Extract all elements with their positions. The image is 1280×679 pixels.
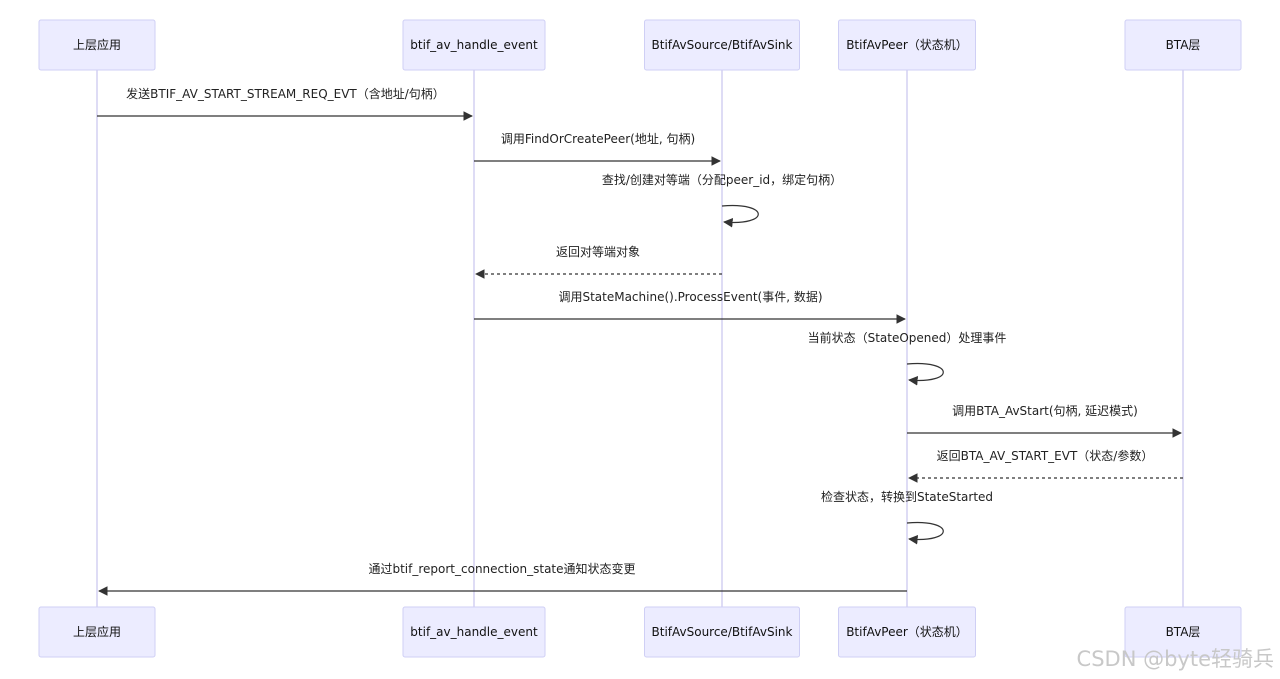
message-1: 发送BTIF_AV_START_STREAM_REQ_EVT（含地址/句柄） — [97, 86, 473, 121]
message-label: 返回对等端对象 — [556, 245, 640, 259]
participant-box — [838, 606, 976, 658]
participant-label: BtifAvPeer（状态机） — [846, 38, 968, 52]
participant-btif-bottom: btif_av_handle_event — [402, 606, 546, 658]
message-3: 查找/创建对等端（分配peer_id，绑定句柄） — [602, 172, 842, 228]
message-label: 调用FindOrCreatePeer(地址, 句柄) — [501, 132, 695, 146]
message-label: 当前状态（StateOpened）处理事件 — [808, 330, 1007, 345]
participant-box — [38, 606, 156, 658]
message-label: 检查状态，转换到StateStarted — [821, 489, 993, 504]
participant-box — [402, 19, 546, 71]
message-8: 返回BTA_AV_START_EVT（状态/参数） — [908, 448, 1183, 483]
participant-box — [644, 606, 800, 658]
message-label: 查找/创建对等端（分配peer_id，绑定句柄） — [602, 172, 842, 187]
message-6: 当前状态（StateOpened）处理事件 — [808, 330, 1007, 386]
participant-box — [838, 19, 976, 71]
watermark: CSDN @byte轻骑兵 — [1076, 647, 1274, 671]
participant-label: BtifAvSource/BtifAvSink — [652, 38, 793, 52]
participant-peer-bottom: BtifAvPeer（状态机） — [838, 606, 976, 658]
participant-label: 上层应用 — [73, 37, 121, 52]
participant-label: BtifAvSource/BtifAvSink — [652, 625, 793, 639]
participant-label: 上层应用 — [73, 624, 121, 639]
participant-btif-top: btif_av_handle_event — [402, 19, 546, 71]
message-label: 通过btif_report_connection_state通知状态变更 — [368, 561, 635, 576]
participant-bta-bottom: BTA层 — [1124, 606, 1242, 658]
participant-box — [1124, 19, 1242, 71]
message-label: 返回BTA_AV_START_EVT（状态/参数） — [937, 448, 1154, 463]
participant-label: btif_av_handle_event — [410, 38, 538, 52]
message-9: 检查状态，转换到StateStarted — [821, 489, 993, 545]
message-label: 发送BTIF_AV_START_STREAM_REQ_EVT（含地址/句柄） — [126, 86, 445, 101]
message-4: 返回对等端对象 — [475, 245, 722, 279]
participant-app-top: 上层应用 — [38, 19, 156, 71]
self-message-arrow — [906, 521, 944, 545]
participant-app-bottom: 上层应用 — [38, 606, 156, 658]
participant-box — [644, 19, 800, 71]
participant-box — [1124, 606, 1242, 658]
participant-label: btif_av_handle_event — [410, 625, 538, 639]
message-7: 调用BTA_AvStart(句柄, 延迟模式) — [907, 404, 1182, 438]
participant-src-bottom: BtifAvSource/BtifAvSink — [644, 606, 800, 658]
participant-peer-top: BtifAvPeer（状态机） — [838, 19, 976, 71]
message-2: 调用FindOrCreatePeer(地址, 句柄) — [474, 132, 721, 166]
participant-src-top: BtifAvSource/BtifAvSink — [644, 19, 800, 71]
participant-box — [402, 606, 546, 658]
message-label: 调用StateMachine().ProcessEvent(事件, 数据) — [558, 289, 822, 304]
message-10: 通过btif_report_connection_state通知状态变更 — [98, 561, 907, 596]
message-5: 调用StateMachine().ProcessEvent(事件, 数据) — [474, 289, 906, 324]
participant-box — [38, 19, 156, 71]
participant-label: BTA层 — [1166, 625, 1201, 639]
participant-label: BtifAvPeer（状态机） — [846, 625, 968, 639]
self-message-arrow — [906, 362, 944, 386]
participant-label: BTA层 — [1166, 38, 1201, 52]
self-message-arrow — [721, 204, 759, 228]
message-label: 调用BTA_AvStart(句柄, 延迟模式) — [952, 404, 1138, 418]
participant-bta-top: BTA层 — [1124, 19, 1242, 71]
